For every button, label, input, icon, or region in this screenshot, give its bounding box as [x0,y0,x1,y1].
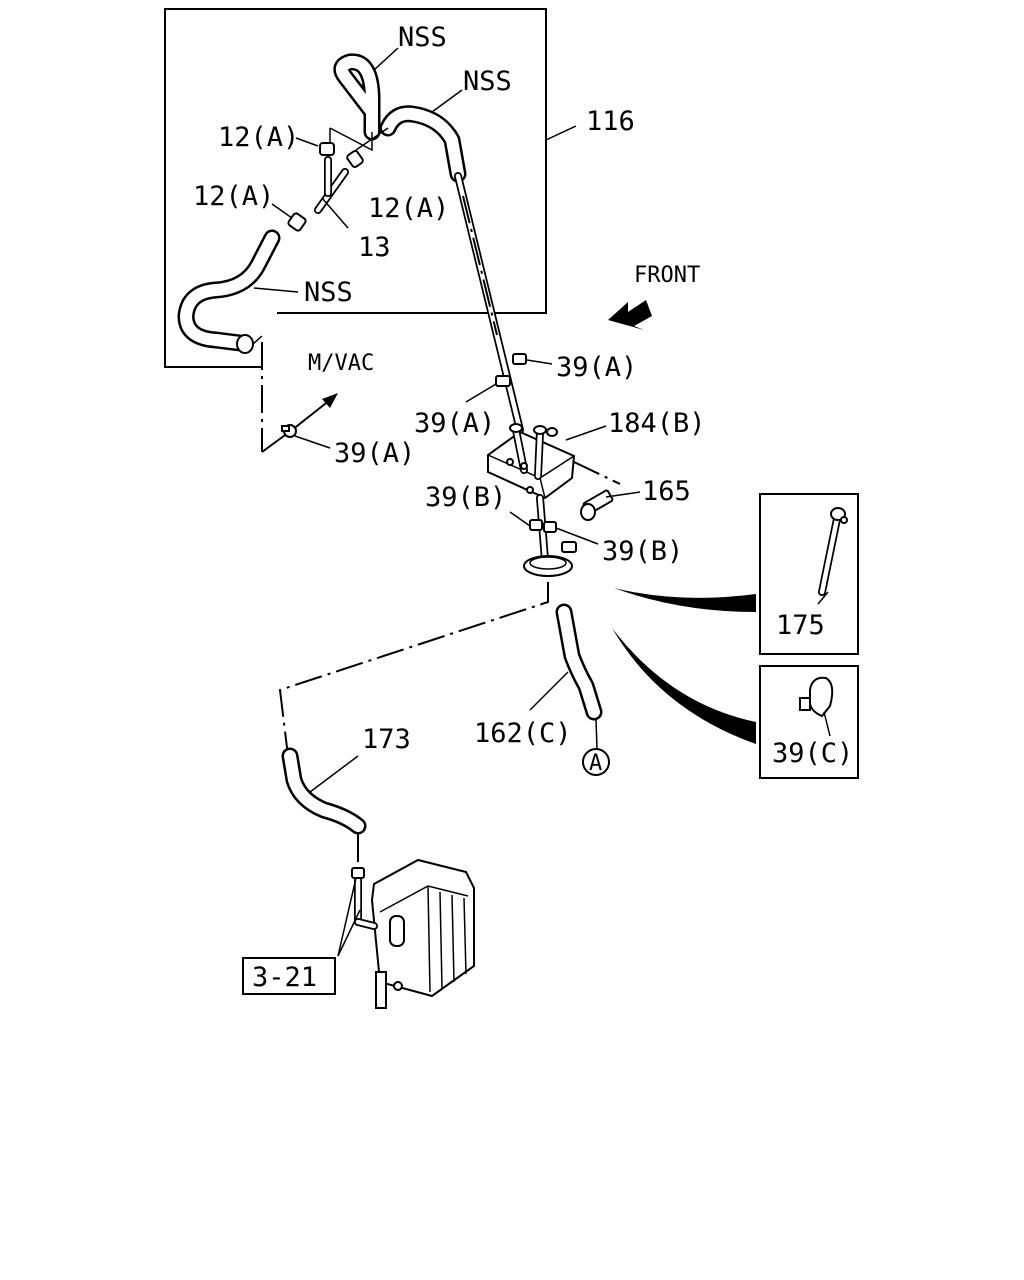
detail-box-175 [759,493,859,655]
label-175: 175 [776,610,825,641]
label-39b-1: 39(B) [425,482,506,513]
label-3-21: 3-21 [252,962,317,993]
callout-arc-39c [612,628,756,744]
label-39a-1: 39(A) [556,352,637,383]
label-12a-3: 12(A) [368,193,449,224]
label-165: 165 [642,476,691,507]
label-12a-1: 12(A) [218,122,299,153]
bracket-184b [487,423,621,500]
label-13: 13 [358,232,391,263]
clip-39a-upper [512,353,553,365]
callout-arc-175 [614,588,756,612]
label-connector-a: A [589,751,602,776]
label-39c: 39(C) [772,738,853,769]
detail-box-39c [759,665,859,779]
nss-hose-lower [177,229,281,354]
canister-assembly [337,858,475,1009]
ref-box-3-21 [242,957,336,995]
label-nss-upper-1: NSS [398,22,447,53]
label-116: 116 [586,106,635,137]
label-39a-3: 39(A) [334,438,415,469]
nss-hose-upper-right [379,105,467,183]
vacuum-pipe-lower [509,494,599,577]
label-184b: 184(B) [608,408,706,439]
label-front: FRONT [634,263,700,288]
label-12a-2: 12(A) [193,181,274,212]
clip-39a-middle [465,375,511,403]
label-173: 173 [362,724,411,755]
routing-line-to-173 [278,582,549,757]
bolt-165 [580,489,641,521]
connector-a-icon [582,748,610,776]
leader-lines [253,47,577,293]
label-nss-lower: NSS [304,277,353,308]
front-arrow-icon [608,300,652,330]
label-mvac: M/VAC [308,351,374,376]
label-nss-upper-2: NSS [463,66,512,97]
label-39b-2: 39(B) [602,536,683,567]
nss-hose-upper-left [333,53,381,141]
hose-173 [281,747,367,866]
hose-162c [529,603,603,749]
vacuum-pipe-main [454,172,524,434]
upper-hose-detail-box [164,8,547,368]
label-162c: 162(C) [474,718,572,749]
label-39a-2: 39(A) [414,408,495,439]
mvac-line [261,342,338,453]
tee-connector-13 [287,127,389,232]
